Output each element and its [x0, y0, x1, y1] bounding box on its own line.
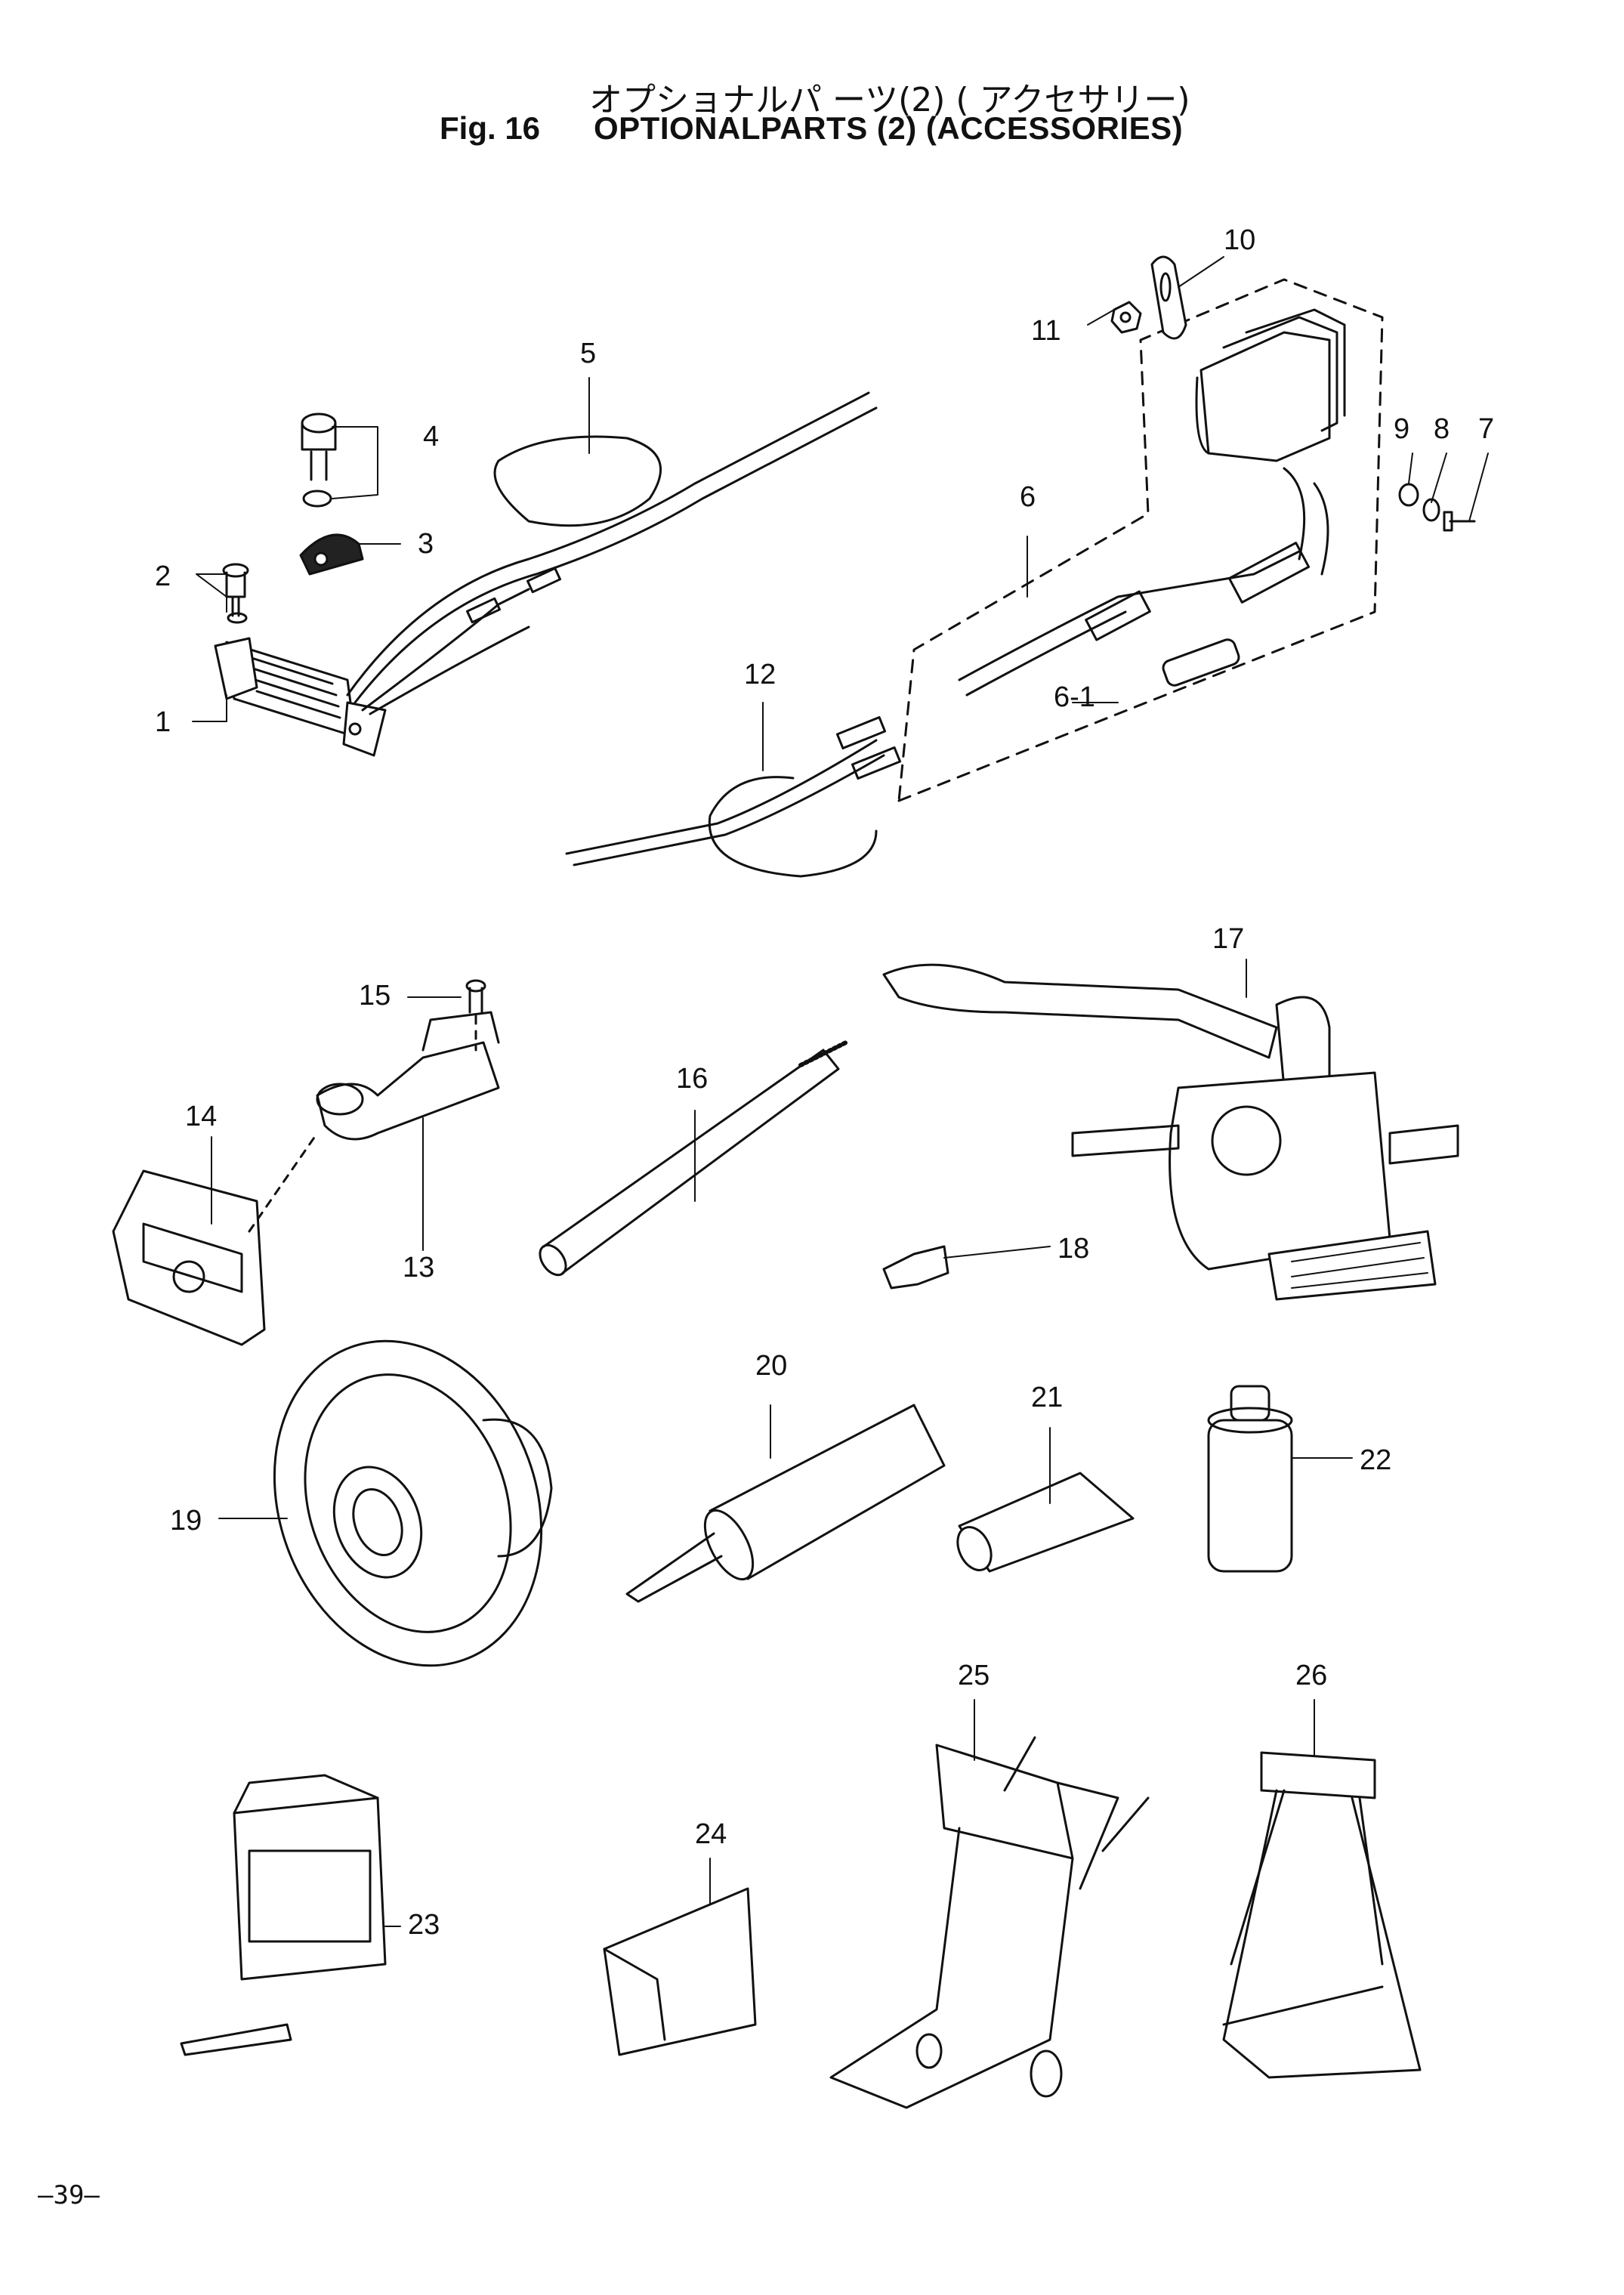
- part-16-rod: [539, 1040, 848, 1277]
- part-3-clamp: [299, 533, 364, 576]
- callout-14: 14: [185, 1101, 217, 1132]
- part-20-tube: [625, 1404, 946, 1603]
- callout-leaders: [192, 256, 1489, 1927]
- part-26-stand: [1222, 1751, 1422, 2079]
- callout-numbers: 1 2 3 4 5 6 6-1 7 8 9 10 11 12 13 14 15 …: [155, 224, 1494, 1941]
- part-18-fitting: [882, 1245, 949, 1290]
- part-module: [1195, 308, 1346, 462]
- part-25-cart: [829, 1736, 1150, 2109]
- callout-26: 26: [1295, 1660, 1327, 1691]
- callout-5: 5: [580, 338, 596, 369]
- part-5-harness: [346, 391, 878, 715]
- callout-3: 3: [418, 528, 434, 560]
- callout-18: 18: [1057, 1233, 1089, 1265]
- callout-20: 20: [755, 1350, 787, 1382]
- part-4-screw: [301, 412, 337, 508]
- callout-23: 23: [408, 1909, 440, 1941]
- part-15-screw: [465, 979, 486, 1014]
- callout-15: 15: [359, 980, 391, 1012]
- callout-2: 2: [155, 561, 171, 592]
- part-17-pump: [882, 963, 1459, 1301]
- title-japanese: オプショナルパ ーツ(2) ( アクセサリー): [589, 81, 1190, 119]
- part-14-plate: [112, 1169, 266, 1346]
- callout-25: 25: [958, 1660, 990, 1691]
- callout-10: 10: [1224, 224, 1255, 256]
- part-7-screw: [1443, 511, 1476, 532]
- callout-6-1: 6-1: [1054, 681, 1095, 713]
- part-24-manual: [603, 1887, 757, 2056]
- callout-8: 8: [1434, 413, 1450, 445]
- callout-19: 19: [170, 1505, 202, 1537]
- callout-21: 21: [1031, 1382, 1063, 1413]
- part-9-washer: [1398, 483, 1419, 507]
- page-number: —39—: [38, 2180, 100, 2210]
- callout-13: 13: [403, 1252, 434, 1283]
- callout-9: 9: [1394, 413, 1409, 445]
- callout-22: 22: [1360, 1444, 1391, 1476]
- callout-16: 16: [676, 1063, 708, 1095]
- callout-17: 17: [1212, 923, 1244, 955]
- part-21-tube: [956, 1472, 1135, 1573]
- part-23-jug: [180, 1774, 387, 2056]
- callout-6: 6: [1020, 481, 1036, 513]
- callout-7: 7: [1478, 413, 1494, 445]
- callout-11: 11: [1031, 315, 1061, 347]
- part-8-washer: [1422, 498, 1440, 522]
- part-13-bracket: [316, 1011, 500, 1141]
- part-1-connector: [214, 637, 387, 757]
- figure-label: Fig. 16: [440, 110, 541, 146]
- part-22-can: [1207, 1385, 1293, 1573]
- callout-24: 24: [695, 1818, 727, 1850]
- callout-1: 1: [155, 706, 171, 738]
- callout-12: 12: [744, 659, 776, 690]
- part-12-cable: [565, 715, 902, 878]
- part-6-box: [897, 278, 1384, 802]
- title-english: OPTIONALPARTS (2) (ACCESSORIES): [594, 110, 1184, 146]
- callout-4: 4: [423, 421, 439, 453]
- part-11-nut: [1110, 301, 1142, 334]
- part-19-flywheel: [273, 1339, 553, 1667]
- part-10-bracket: [1150, 255, 1187, 340]
